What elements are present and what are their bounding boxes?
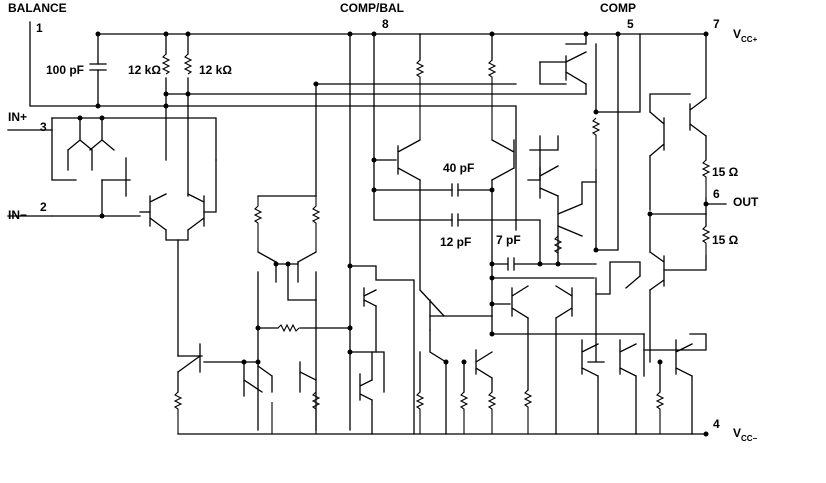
- vcc-plus-label: VCC+: [733, 27, 758, 44]
- in-plus-label: IN+: [8, 110, 27, 124]
- comp-pin-number: 5: [627, 17, 634, 31]
- in-minus-pin-number: 2: [40, 200, 47, 214]
- compensation-caps: [451, 31, 645, 337]
- r12k-right-label: 12 kΩ: [199, 63, 232, 77]
- c7-label: 7 pF: [496, 233, 521, 247]
- vcc-minus-pin-number: 4: [713, 417, 720, 431]
- comp-label: COMP: [600, 1, 636, 15]
- in-minus-label: IN−: [8, 208, 27, 222]
- comp-bal-label: COMP/BAL: [340, 1, 404, 15]
- comp-bal-pin-number: 8: [382, 17, 389, 31]
- c12-label: 12 pF: [440, 235, 471, 249]
- input-stage: [7, 21, 587, 357]
- r12k-left-label: 12 kΩ: [128, 63, 161, 77]
- r15-bottom-label: 15 Ω: [712, 233, 739, 247]
- output-stage: [511, 31, 727, 435]
- comp-bal-stage: [347, 31, 497, 435]
- pin-labels: BALANCE 1 IN+ 3 IN− 2 COMP/BAL 8 COMP 5 …: [8, 1, 759, 443]
- c100-label: 100 pF: [46, 63, 84, 77]
- mirror-stage: [173, 81, 517, 434]
- out-label: OUT: [733, 195, 759, 209]
- in-plus-pin-number: 3: [40, 120, 47, 134]
- vcc-plus-pin-number: 7: [713, 17, 720, 31]
- vcc-minus-label: VCC−: [733, 426, 758, 443]
- balance-pin-number: 1: [36, 21, 43, 35]
- balance-label: BALANCE: [8, 1, 67, 15]
- r15-top-label: 15 Ω: [712, 165, 739, 179]
- component-values: 100 pF 12 kΩ 12 kΩ 40 pF 12 pF 7 pF 15 Ω…: [46, 63, 739, 249]
- c40-label: 40 pF: [443, 161, 474, 175]
- out-pin-number: 6: [713, 187, 720, 201]
